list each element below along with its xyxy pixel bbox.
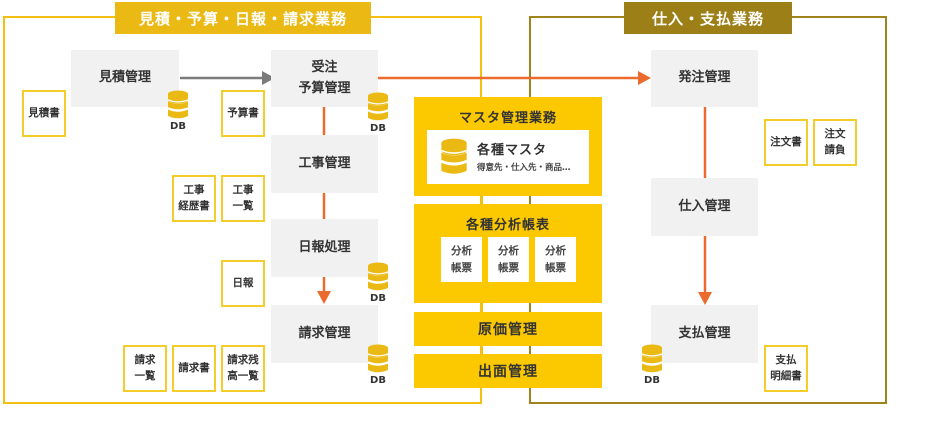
process-daily-report[interactable]: 日報処理 xyxy=(271,219,378,277)
arrowhead-purchasing-to-payment xyxy=(698,292,712,305)
database-icon xyxy=(367,92,389,121)
process-payment-label: 支払管理 xyxy=(678,325,731,341)
analysis-report-3-line1: 分析 xyxy=(545,245,566,258)
database-icon xyxy=(367,344,389,373)
doc-payment-statement[interactable]: 支払 明細書 xyxy=(764,345,808,392)
doc-order-acceptance[interactable]: 注文 請負 xyxy=(813,119,857,166)
panel-analysis-title: 各種分析帳表 xyxy=(465,218,550,233)
doc-purchase-order[interactable]: 注文書 xyxy=(764,119,808,166)
doc-billing-balance-list-line2: 高一覧 xyxy=(227,369,259,382)
doc-construction-list[interactable]: 工事 一覧 xyxy=(221,175,265,222)
analysis-report-2-line1: 分析 xyxy=(498,245,519,258)
process-construction-label: 工事管理 xyxy=(298,155,351,171)
connector-left xyxy=(481,303,483,312)
database-icon xyxy=(441,138,467,174)
process-estimate[interactable]: 見積管理 xyxy=(71,50,179,107)
analysis-report-2-line2: 帳票 xyxy=(498,261,519,274)
doc-order-acceptance-line2: 請負 xyxy=(824,143,846,156)
process-order-budget-line1: 受注 xyxy=(311,60,338,76)
doc-daily-report[interactable]: 日報 xyxy=(221,260,265,307)
master-card[interactable]: 各種マスタ 得意先・仕入先・商品… xyxy=(427,130,589,184)
arrowhead-order-to-purchase-order xyxy=(638,71,651,85)
db-label: DB xyxy=(370,123,386,134)
process-purchase-order[interactable]: 発注管理 xyxy=(651,50,758,107)
process-estimate-label: 見積管理 xyxy=(98,70,151,86)
doc-order-acceptance-line1: 注文 xyxy=(824,127,846,140)
group-title-estimate-billing: 見積・予算・日報・請求業務 xyxy=(115,2,371,34)
panel-analysis-reports[interactable]: 各種分析帳表 分析 帳票 分析 帳票 分析 帳票 xyxy=(414,204,602,303)
panel-master-management[interactable]: マスタ管理業務 各種マスタ 得意先・仕入先・商品… xyxy=(414,97,602,196)
doc-billing-balance-list-line1: 請求残 xyxy=(227,353,259,366)
process-construction[interactable]: 工事管理 xyxy=(271,135,378,193)
group-title-purchase-payment: 仕入・支払業務 xyxy=(624,2,792,34)
process-billing-label: 請求管理 xyxy=(298,325,351,341)
process-billing[interactable]: 請求管理 xyxy=(271,305,378,363)
doc-construction-list-line2: 一覧 xyxy=(232,199,254,212)
arrowhead-estimate-to-order xyxy=(262,71,275,85)
process-payment[interactable]: 支払管理 xyxy=(651,305,758,363)
connector-right xyxy=(529,196,531,204)
process-purchasing[interactable]: 仕入管理 xyxy=(651,178,758,236)
db-billing: DB xyxy=(365,344,391,386)
analysis-report-3[interactable]: 分析 帳票 xyxy=(535,237,576,282)
db-label: DB xyxy=(370,293,386,304)
doc-payment-statement-line2: 明細書 xyxy=(770,369,802,382)
doc-billing-list[interactable]: 請求 一覧 xyxy=(123,345,167,392)
panel-master-title: マスタ管理業務 xyxy=(458,111,557,126)
doc-construction-history-line1: 工事 xyxy=(183,183,205,196)
database-icon xyxy=(641,344,663,373)
doc-construction-history[interactable]: 工事 経歴書 xyxy=(172,175,216,222)
process-purchase-order-label: 発注管理 xyxy=(678,70,731,86)
database-icon xyxy=(367,262,389,291)
connector-left xyxy=(481,346,483,354)
doc-invoice-label: 請求書 xyxy=(178,361,210,374)
db-label: DB xyxy=(370,375,386,386)
doc-construction-list-line1: 工事 xyxy=(232,183,254,196)
doc-estimate-label: 見積書 xyxy=(28,106,60,119)
db-estimate: DB xyxy=(165,90,191,132)
analysis-report-1-line2: 帳票 xyxy=(451,261,472,274)
doc-billing-balance-list[interactable]: 請求残 高一覧 xyxy=(221,345,265,392)
analysis-report-3-line2: 帳票 xyxy=(545,261,566,274)
panel-attendance-label: 出面管理 xyxy=(478,364,538,380)
connector-left xyxy=(481,196,483,204)
database-icon xyxy=(167,90,189,119)
db-label: DB xyxy=(644,375,660,386)
master-card-subtitle: 得意先・仕入先・商品… xyxy=(477,163,571,173)
doc-budget[interactable]: 予算書 xyxy=(221,90,265,137)
process-order-budget[interactable]: 受注 予算管理 xyxy=(271,50,378,107)
process-order-budget-line2: 予算管理 xyxy=(298,80,351,96)
panel-attendance-management[interactable]: 出面管理 xyxy=(414,354,602,388)
db-order-budget: DB xyxy=(365,92,391,134)
process-daily-report-label: 日報処理 xyxy=(298,239,351,255)
analysis-report-1-line1: 分析 xyxy=(451,245,472,258)
doc-estimate[interactable]: 見積書 xyxy=(22,90,66,137)
db-label: DB xyxy=(170,121,186,132)
analysis-report-1[interactable]: 分析 帳票 xyxy=(441,237,482,282)
panel-cost-label: 原価管理 xyxy=(478,322,538,338)
db-daily-report: DB xyxy=(365,262,391,304)
doc-invoice[interactable]: 請求書 xyxy=(172,345,216,392)
doc-purchase-order-label: 注文書 xyxy=(770,135,802,148)
doc-daily-report-label: 日報 xyxy=(232,276,254,289)
doc-billing-list-line2: 一覧 xyxy=(134,369,156,382)
arrowhead-daily-to-billing xyxy=(317,291,331,304)
doc-budget-label: 予算書 xyxy=(227,106,259,119)
master-card-title: 各種マスタ xyxy=(477,143,548,158)
doc-billing-list-line1: 請求 xyxy=(134,353,156,366)
connector-right xyxy=(529,346,531,354)
db-payment: DB xyxy=(639,344,665,386)
process-purchasing-label: 仕入管理 xyxy=(678,198,731,214)
analysis-report-2[interactable]: 分析 帳票 xyxy=(488,237,529,282)
doc-payment-statement-line1: 支払 xyxy=(775,353,797,366)
doc-construction-history-line2: 経歴書 xyxy=(178,199,210,212)
panel-cost-management[interactable]: 原価管理 xyxy=(414,312,602,346)
connector-right xyxy=(529,303,531,312)
